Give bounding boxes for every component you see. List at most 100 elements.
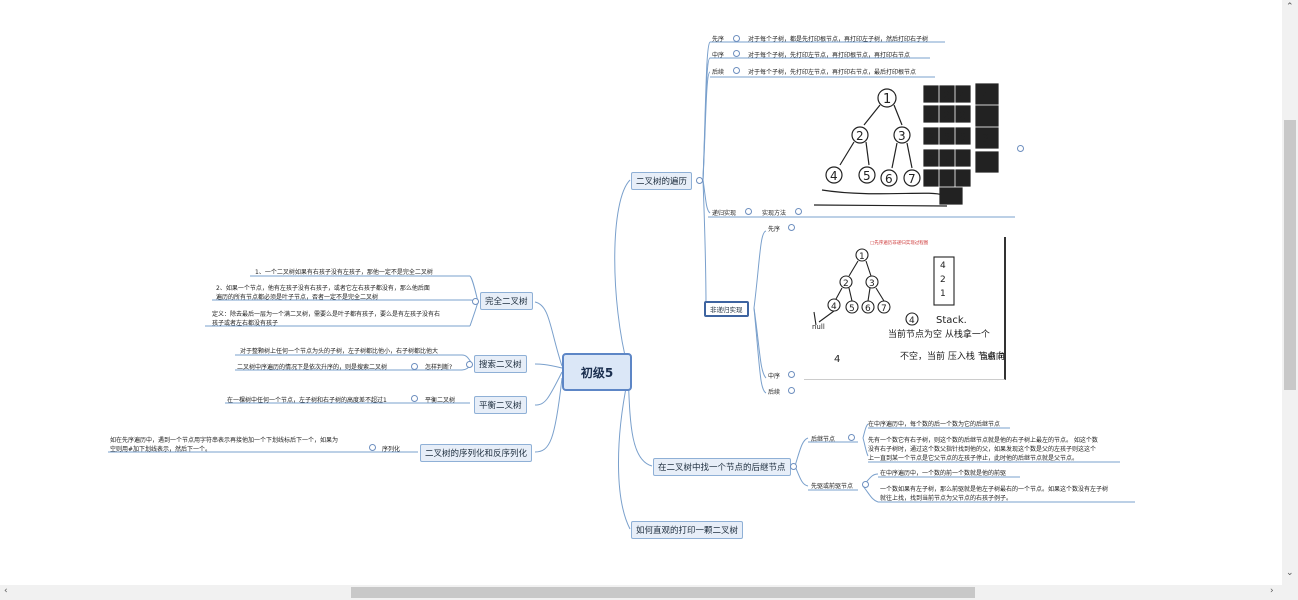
scroll-up-icon[interactable]: ⌃ bbox=[1286, 2, 1294, 12]
sketch-node: 7 bbox=[881, 304, 887, 314]
sketch-note: 当前节点为空 从栈拿一个 bbox=[888, 328, 990, 340]
collapse-knob[interactable] bbox=[733, 35, 740, 42]
pred-rule-2[interactable]: 就往上找，找到当前节点为父节点的右孩子例子。 bbox=[880, 495, 1013, 502]
succ-rule-1[interactable]: 先有一个数它有右子树，则这个数的后继节点就是他的右子树上最左的节点。 如这个数 bbox=[868, 437, 1098, 444]
collapse-knob[interactable] bbox=[745, 208, 752, 215]
pre-label[interactable]: 先序 bbox=[712, 36, 725, 43]
vertical-scrollbar[interactable]: ⌃ ⌄ bbox=[1282, 0, 1298, 585]
serial-line1[interactable]: 如在先序遍历中，遇到一个节点用字符串表示再接他加一个下划线标后下一个，如果为 bbox=[110, 437, 339, 444]
collapse-knob[interactable] bbox=[411, 395, 418, 402]
collapse-knob[interactable] bbox=[733, 50, 740, 57]
stack-val: 1 bbox=[982, 110, 989, 123]
sketch-stack-val: 1 bbox=[940, 289, 946, 299]
link-bst bbox=[534, 363, 563, 369]
topic-successor[interactable]: 在二叉树中找一个节点的后继节点 bbox=[653, 458, 791, 476]
complete-line2a[interactable]: 2、如果一个节点，他有左孩子没有右孩子，或者它左右孩子都没有，那么他后面 bbox=[216, 285, 430, 292]
central-topic[interactable]: 初级5 bbox=[562, 353, 632, 391]
sketch-node: 4 bbox=[909, 316, 915, 326]
connector-lines bbox=[108, 41, 1135, 530]
scroll-right-icon[interactable]: › bbox=[1270, 586, 1274, 596]
topic-balanced[interactable]: 平衡二叉树 bbox=[474, 396, 527, 414]
recursive-label[interactable]: 递归实现 bbox=[712, 210, 737, 217]
serial-line2[interactable]: 空则用#加下划线表示，然后下一个。 bbox=[110, 446, 212, 453]
stack-val: 4 bbox=[959, 89, 966, 102]
sketch-note: 当前 向右 bbox=[980, 351, 1004, 361]
bst-line1[interactable]: 对于整颗树上任何一个节点为头的子树，左子树都比他小，右子树都比他大 bbox=[240, 348, 439, 355]
sketch-node: 4 bbox=[834, 354, 840, 365]
horizontal-scrollbar[interactable]: ‹ › bbox=[0, 585, 1298, 600]
collapse-knob[interactable] bbox=[411, 363, 418, 370]
sketch-node: 3 bbox=[869, 279, 875, 289]
collapse-knob[interactable] bbox=[795, 208, 802, 215]
recursion-sketch-image[interactable]: 1 2 3 4 5 6 7 1 2 4 4 bbox=[812, 80, 1017, 212]
succ-rule-3[interactable]: 上一直到某一个节点是它父节点的左孩子停止，此时他的后继节点就是父节点。 bbox=[868, 455, 1079, 462]
collapse-knob[interactable] bbox=[790, 463, 797, 470]
scroll-left-icon[interactable]: ‹ bbox=[4, 586, 8, 596]
sketch-node: 1 bbox=[883, 92, 891, 107]
vertical-scroll-thumb[interactable] bbox=[1284, 120, 1296, 390]
sketch-stack-val: 4 bbox=[940, 261, 946, 271]
post-text[interactable]: 对于每个子树，先打印左节点，再打印右节点，最后打印根节点 bbox=[748, 69, 917, 76]
sketch-node: 5 bbox=[849, 304, 855, 314]
sketch-node: 6 bbox=[865, 304, 871, 314]
post-label[interactable]: 后续 bbox=[712, 69, 725, 76]
topic-bst[interactable]: 搜索二叉树 bbox=[474, 355, 527, 373]
collapse-knob[interactable] bbox=[466, 361, 473, 368]
nonrec-post-label[interactable]: 后续 bbox=[768, 389, 781, 396]
stack-val: 7 bbox=[943, 153, 950, 166]
stack-val: 6 bbox=[959, 131, 966, 144]
balanced-line1[interactable]: 在一棵树中任何一个节点，左子树和右子树的高度差不超过1 bbox=[227, 397, 387, 404]
complete-line3a[interactable]: 定义：除去最后一层为一个满二叉树，需要么是叶子都有孩子，要么是有左孩子没有右 bbox=[212, 311, 441, 318]
collapse-knob[interactable] bbox=[369, 444, 376, 451]
serial-label[interactable]: 序列化 bbox=[382, 446, 401, 453]
scroll-down-icon[interactable]: ⌄ bbox=[1286, 568, 1294, 578]
complete-line1[interactable]: 1、一个二叉树如果有右孩子没有左孩子，那他一定不是完全二叉树 bbox=[255, 269, 433, 276]
sketch-node: 7 bbox=[908, 172, 916, 186]
sketch-stack-val: 2 bbox=[940, 275, 946, 285]
nonrec-sketch-image[interactable]: □先序遍历非递归实现过程图 1 2 3 4 5 6 7 null 4 2 1 4… bbox=[804, 237, 1006, 380]
bst-judge[interactable]: 怎样判断? bbox=[425, 364, 453, 371]
realize-label[interactable]: 实现方法 bbox=[762, 210, 787, 217]
sketch-note: 不空，当前 压入栈 节点向左 bbox=[900, 350, 1004, 362]
balanced-label[interactable]: 平衡二叉树 bbox=[425, 397, 456, 404]
pre-text[interactable]: 对于每个子树，都是先打印根节点，再打印左子树，然后打印右子树 bbox=[748, 36, 929, 43]
mindmap-canvas: 初级5 二叉树的遍历 先序 对于每个子树，都是先打印根节点，再打印左子树，然后打… bbox=[108, 35, 1135, 539]
nonrec-topic[interactable]: 非递归实现 bbox=[704, 301, 749, 317]
image-handle[interactable] bbox=[1017, 145, 1024, 152]
sketch-node: 4 bbox=[831, 302, 837, 312]
succ-label[interactable]: 后继节点 bbox=[811, 436, 836, 443]
collapse-knob[interactable] bbox=[696, 177, 703, 184]
topic-complete[interactable]: 完全二叉树 bbox=[480, 292, 533, 310]
pred-rule-1[interactable]: 一个数如果有左子树，那么前驱就是他左子树最右的一个节点。如果这个数没有左子树 bbox=[880, 486, 1109, 493]
pred-label[interactable]: 先驱或前驱节点 bbox=[811, 483, 854, 490]
in-label[interactable]: 中序 bbox=[712, 52, 725, 59]
stack-val: 5 bbox=[927, 109, 934, 122]
collapse-knob[interactable] bbox=[733, 67, 740, 74]
complete-line3b[interactable]: 孩子或者左右都没有孩子 bbox=[212, 320, 279, 327]
link-traversal bbox=[614, 179, 631, 369]
sketch-null: null bbox=[812, 323, 825, 331]
link-complete bbox=[534, 301, 563, 367]
horizontal-scroll-thumb[interactable] bbox=[351, 587, 975, 598]
collapse-knob[interactable] bbox=[788, 387, 795, 394]
bst-line2[interactable]: 二叉树中序遍历的情况下是依次升序的，则是搜索二叉树 bbox=[237, 364, 388, 371]
in-text[interactable]: 对于每个子树，先打印左节点，再打印根节点，再打印右节点 bbox=[748, 52, 911, 59]
sketch-node: 2 bbox=[856, 129, 864, 143]
collapse-knob[interactable] bbox=[862, 481, 869, 488]
complete-line2b[interactable]: 遍历的所有节点都必须是叶子节点，否者一定不是完全二叉树 bbox=[216, 294, 379, 301]
succ-def[interactable]: 在中序遍历中，每个数的后一个数为它的后继节点 bbox=[868, 421, 1001, 428]
nonrec-pre-label[interactable]: 先序 bbox=[768, 226, 781, 233]
collapse-knob[interactable] bbox=[472, 298, 479, 305]
topic-serial[interactable]: 二叉树的序列化和反序列化 bbox=[420, 444, 533, 462]
collapse-knob[interactable] bbox=[848, 434, 855, 441]
pred-def[interactable]: 在中序遍历中，一个数的前一个数就是他的前驱 bbox=[880, 470, 1007, 477]
link-balanced bbox=[534, 371, 563, 406]
collapse-knob[interactable] bbox=[788, 224, 795, 231]
topic-print[interactable]: 如何直观的打印一颗二叉树 bbox=[631, 521, 744, 539]
succ-rule-2[interactable]: 没有右子树时，通过这个数父指针找到他的父，如果发现这个数是父的左孩子则这这个 bbox=[868, 446, 1097, 453]
nonrec-in-label[interactable]: 中序 bbox=[768, 373, 781, 380]
collapse-knob[interactable] bbox=[788, 371, 795, 378]
sketch-node: 2 bbox=[843, 279, 849, 289]
topic-traversal[interactable]: 二叉树的遍历 bbox=[631, 172, 693, 190]
stack-val: 1 bbox=[927, 89, 934, 102]
